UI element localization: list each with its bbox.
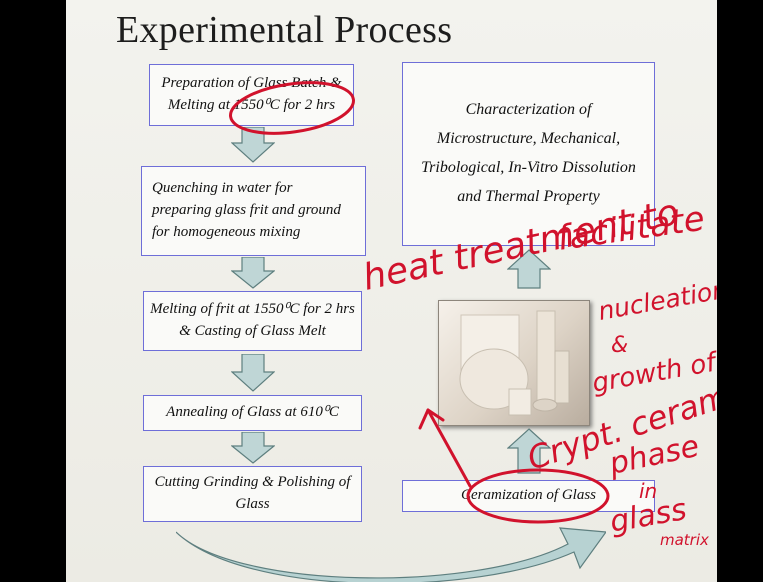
arrow-down-1 [231,127,275,163]
curved-connector-arrow [176,527,606,582]
arrow-up-2 [507,428,551,474]
annotation-line-3: nucleation [596,275,717,326]
arrow-down-3 [231,354,275,392]
annotation-line-10: matrix [660,531,709,549]
step-text-cutting: Cutting Grinding & Polishing of Glass [154,474,351,512]
annotation-arrow [418,408,472,488]
step-text-batch-melting: Preparation of Glass Batch & Melting at … [161,75,342,113]
annotation-line-8: in [639,479,657,503]
step-box-annealing: Annealing of Glass at 610⁰C [143,395,362,431]
annotation-line-2: facilitate [555,199,707,259]
step-box-cutting: Cutting Grinding & Polishing of Glass [143,466,362,522]
step-text-annealing: Annealing of Glass at 610⁰C [166,404,339,421]
handwritten-annotation-layer: heat treatment to facilitate nucleation … [229,81,717,549]
arrow-up-1 [507,249,551,289]
step-box-quenching: Quenching in water for preparing glass f… [141,166,366,256]
arrow-down-4 [231,432,275,464]
annotation-line-4: & [611,333,628,358]
annotation-circle-temperature [229,81,355,135]
annotation-circle-ceramization [466,468,610,524]
characterization-text: Characterization of Microstructure, Mech… [421,101,636,205]
slide-title: Experimental Process [116,9,453,51]
glass-ceramic-samples-photo [438,300,590,426]
step-text-melting-casting: Melting of frit at 1550⁰C for 2 hrs & Ca… [150,301,355,339]
ceramization-text: Ceramization of Glass [460,487,596,504]
slide: Experimental Process Preparation of Glas… [66,0,717,582]
ceramization-box: Ceramization of Glass [402,480,655,512]
step-box-melting-casting: Melting of frit at 1550⁰C for 2 hrs & Ca… [143,291,362,351]
arrow-down-2 [231,257,275,289]
samples-illustration [459,310,570,416]
characterization-box: Characterization of Microstructure, Mech… [402,62,655,246]
step-text-quenching: Quenching in water for preparing glass f… [152,180,341,240]
